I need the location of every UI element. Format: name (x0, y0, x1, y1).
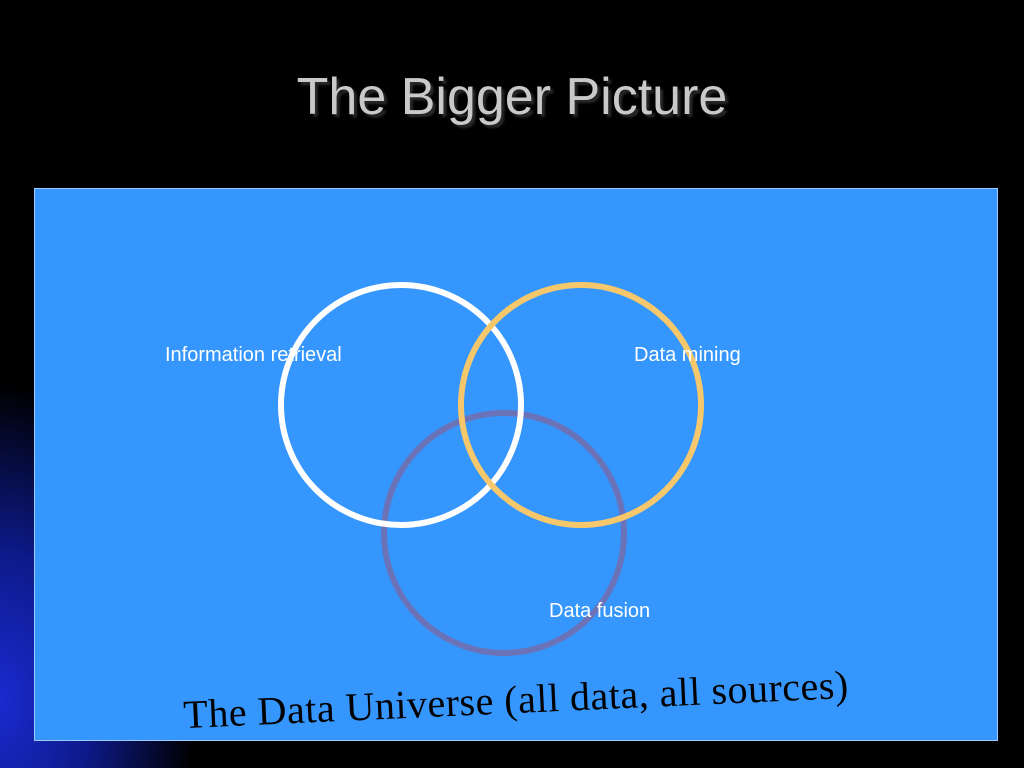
data-fusion-label: Data fusion (549, 600, 651, 622)
data-fusion-circle (381, 410, 627, 656)
slide-title: The Bigger Picture (296, 68, 728, 126)
data-mining-circle (458, 282, 704, 528)
data-universe-panel: Information retrieval Data mining Data f… (34, 188, 998, 741)
information-retrieval-label: Information retrieval (165, 344, 342, 366)
venn-diagram (278, 282, 704, 656)
data-mining-label: Data mining (634, 344, 741, 366)
information-retrieval-circle (278, 282, 524, 528)
